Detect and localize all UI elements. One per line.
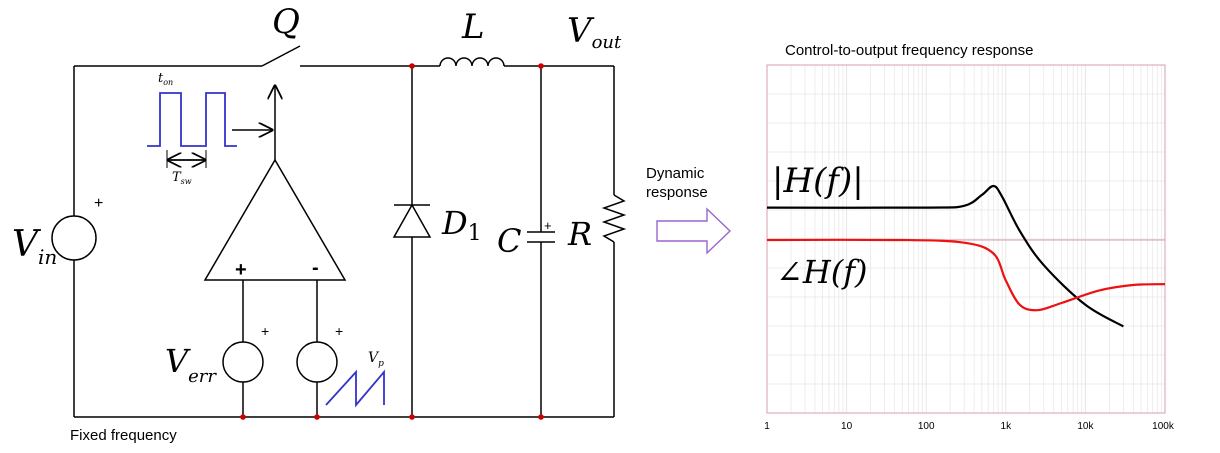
magnitude-series-label: |H(f)| [772, 161, 864, 201]
diode-d1-symbol [392, 203, 432, 238]
node-top-diode [409, 63, 415, 69]
vp-source-symbol [296, 341, 338, 383]
switch-q-symbol [261, 45, 301, 67]
node-bottom-diode [409, 414, 415, 420]
vout-label: Vout [567, 11, 622, 53]
comparator-minus-input: - [312, 257, 319, 279]
comparator-plus-input: + [235, 259, 247, 281]
switch-q-label: Q [272, 2, 300, 42]
ramp-vp-label: Vp [368, 350, 384, 369]
dynamic-response-arrow-icon [656, 207, 732, 255]
vin-plus-sign: + [94, 195, 103, 212]
vin-source-symbol [51, 215, 97, 261]
junction-nodes [240, 63, 544, 420]
inductor-l-label: L [461, 7, 485, 47]
verr-plus-sign: + [261, 323, 269, 339]
x-tick-label: 100k [1152, 421, 1175, 432]
node-bottom-cap [538, 414, 544, 420]
capacitor-c-symbol [527, 231, 555, 243]
resistor-r-label: R [567, 215, 592, 253]
ton-label: ton [158, 71, 173, 87]
buck-converter-circuit [51, 45, 627, 418]
verr-source-symbol [222, 341, 264, 383]
comparator-symbol [203, 158, 347, 281]
x-tick-label: 10k [1077, 421, 1094, 432]
resistor-r-symbol [601, 194, 627, 243]
chart-title: Control-to-output frequency response [785, 42, 1033, 59]
inductor-symbol [439, 57, 505, 67]
phase-curve [766, 238, 1166, 312]
node-bottom-vp [314, 414, 320, 420]
x-tick-label: 1 [764, 421, 770, 432]
x-tick-label: 10 [841, 421, 853, 432]
dynamic-response-label-1: Dynamic [646, 165, 705, 182]
frequency-response-plot: 1 10 100 1k 10k 100k |H(f)| ∠H(f) [764, 64, 1175, 432]
fixed-frequency-caption: Fixed frequency [70, 427, 177, 444]
phase-series-label: ∠H(f) [776, 253, 868, 291]
magnitude-curve [766, 184, 1124, 328]
capacitor-c-label: C [497, 222, 521, 260]
verr-label: Verr [165, 342, 217, 387]
vp-plus-sign: + [335, 323, 343, 339]
vin-label: Vin [12, 224, 57, 269]
tsw-label: Tsw [172, 170, 192, 186]
dynamic-response-label-2: response [646, 184, 708, 201]
pwm-pulse-waveform [147, 92, 237, 147]
x-tick-label: 1k [1001, 421, 1013, 432]
x-tick-label: 100 [918, 421, 935, 432]
node-top-cap [538, 63, 544, 69]
diode-d1-label: D1 [441, 204, 482, 246]
node-bottom-verr [240, 414, 246, 420]
capacitor-plus-sign: + [544, 218, 552, 233]
ramp-waveform [325, 369, 385, 408]
